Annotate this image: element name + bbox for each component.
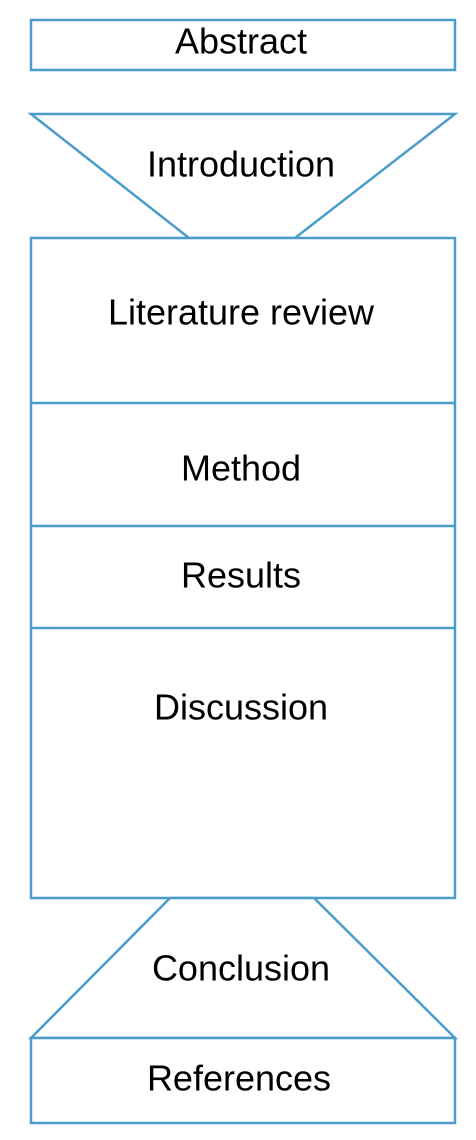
abstract-label: Abstract — [175, 21, 307, 62]
method-label: Method — [181, 448, 301, 489]
references-label: References — [147, 1058, 331, 1099]
body-box — [29, 236, 457, 900]
results-label: Results — [181, 555, 301, 596]
conclusion-label: Conclusion — [152, 948, 330, 989]
references-box — [29, 1036, 457, 1125]
abstract-box — [29, 18, 457, 72]
introduction-label: Introduction — [147, 144, 335, 185]
literature-review-label: Literature review — [108, 292, 375, 333]
discussion-label: Discussion — [154, 687, 328, 728]
